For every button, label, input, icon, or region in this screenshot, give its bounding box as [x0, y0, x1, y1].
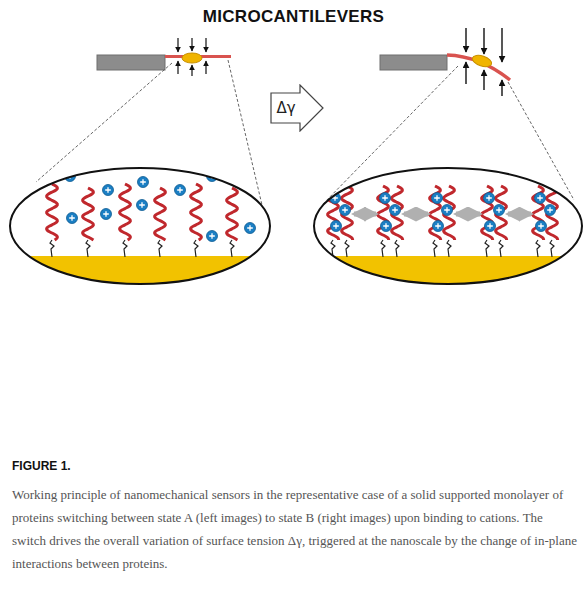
zoom-right	[300, 168, 587, 296]
interaction-arrow	[368, 212, 376, 217]
cation-charge	[382, 195, 388, 201]
cation-charge	[547, 207, 553, 213]
cation	[207, 231, 218, 242]
protein-helix	[47, 184, 58, 240]
anchor-linker	[230, 240, 234, 257]
anchor-linker	[381, 240, 385, 257]
cation-charge	[247, 225, 253, 231]
transition-arrow: Δγ	[270, 84, 324, 132]
arrow-shape	[271, 85, 323, 131]
cation-charge	[177, 187, 183, 193]
cation-charge	[537, 195, 543, 201]
interaction-arrow	[354, 212, 362, 217]
anchor-linker	[194, 240, 198, 257]
cation-charge	[105, 187, 111, 193]
cation	[545, 205, 556, 216]
cation-charge	[69, 215, 75, 221]
protein-helix	[227, 188, 238, 240]
cation	[380, 193, 391, 204]
anchor-linker	[50, 240, 54, 257]
cation-charge	[486, 195, 492, 201]
anchor-linker	[499, 240, 503, 257]
figure-label: FIGURE 1.	[12, 459, 71, 473]
cation	[331, 221, 342, 232]
anchor-linker	[345, 240, 349, 257]
cation	[536, 221, 547, 232]
interaction-arrow	[419, 212, 428, 217]
cation	[175, 185, 186, 196]
anchor-linker	[550, 240, 554, 257]
cation-charge	[538, 223, 544, 229]
protein-helix	[83, 188, 94, 240]
cation	[101, 209, 112, 220]
cation-charge	[139, 202, 145, 208]
cation	[138, 177, 149, 188]
cation	[442, 205, 453, 216]
cation-charge	[209, 233, 215, 239]
cation-charge	[333, 223, 339, 229]
anchor-linker	[395, 240, 399, 257]
protein-helix	[155, 188, 166, 240]
interaction-arrow	[404, 212, 413, 217]
cation	[432, 193, 443, 204]
cation	[103, 185, 114, 196]
cation	[494, 205, 505, 216]
cation-charge	[342, 207, 348, 213]
protein-helix	[120, 184, 131, 240]
cation-charge	[487, 223, 493, 229]
cation	[245, 223, 256, 234]
figure-caption: Working principle of nanomechanical sens…	[12, 483, 578, 575]
anchor-linker	[536, 240, 540, 257]
anchor-linker	[86, 240, 90, 257]
anchor-linker	[485, 240, 489, 257]
figure-title: MICROCANTILEVERS	[0, 7, 587, 27]
cation	[381, 221, 392, 232]
cation-charge	[103, 211, 109, 217]
anchor-linker	[447, 240, 451, 257]
anchor-linker	[433, 240, 437, 257]
cation	[535, 193, 546, 204]
cation	[67, 213, 78, 224]
cation-charge	[383, 223, 389, 229]
cation-charge	[140, 179, 146, 185]
zoom-left	[0, 168, 290, 296]
interaction-arrow	[508, 212, 517, 217]
cation	[137, 200, 148, 211]
cation-charge	[444, 207, 450, 213]
interaction-arrow	[456, 212, 465, 217]
cation	[484, 193, 495, 204]
cation	[390, 205, 401, 216]
cation-charge	[435, 223, 441, 229]
node-text: Δγ	[276, 99, 295, 117]
cation-charge	[496, 207, 502, 213]
cation	[485, 221, 496, 232]
anchor-linker	[123, 240, 127, 257]
interaction-arrow	[523, 212, 532, 217]
cation-charge	[392, 207, 398, 213]
anchor-linker	[158, 240, 162, 257]
cantilever-bent	[380, 28, 510, 96]
cation	[433, 221, 444, 232]
cation	[340, 205, 351, 216]
cation-charge	[434, 195, 440, 201]
interaction-arrow	[471, 212, 480, 217]
protein-helix	[191, 184, 202, 240]
